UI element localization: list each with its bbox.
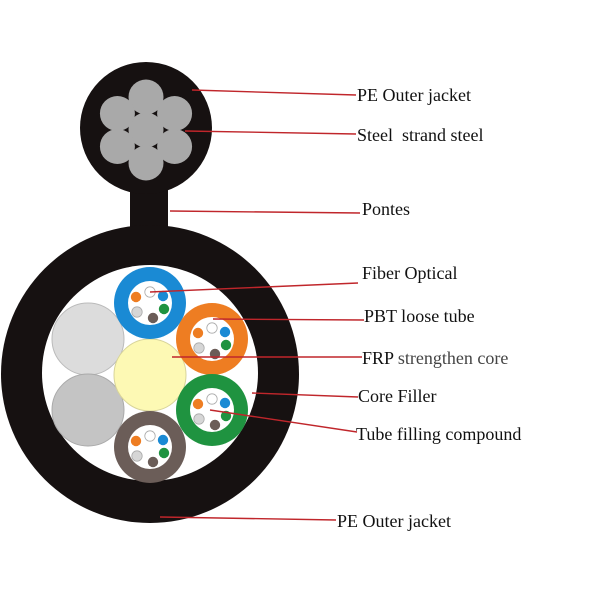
optical-fiber <box>147 312 159 324</box>
core-filler-2 <box>51 373 125 447</box>
label-steel-strand: Steel strand steel <box>357 125 483 145</box>
optical-fiber <box>192 398 204 410</box>
steel-strand <box>128 79 164 115</box>
main-cable <box>1 225 299 523</box>
optical-fiber <box>219 326 231 338</box>
optical-fiber <box>157 434 169 446</box>
optical-fiber <box>220 339 232 351</box>
leader-line <box>159 516 337 521</box>
label-core-filler: Core Filler <box>358 386 437 406</box>
optical-fiber <box>131 306 143 318</box>
optical-fiber <box>158 447 170 459</box>
optical-fiber <box>144 430 156 442</box>
leader-line <box>169 210 361 214</box>
optical-fiber <box>158 303 170 315</box>
label-pe-outer-jacket-bottom: PE Outer jacket <box>337 511 451 531</box>
optical-fiber <box>206 393 218 405</box>
label-frp-prefix: FRP <box>362 348 394 368</box>
label-frp: FRP strengthen core <box>362 348 508 368</box>
steel-strand <box>128 112 164 148</box>
steel-strands <box>99 79 193 181</box>
label-tube-filling-compound: Tube filling compound <box>356 424 521 444</box>
leader-line <box>149 282 359 293</box>
label-pontes: Pontes <box>362 199 410 219</box>
optical-fiber <box>131 450 143 462</box>
steel-strand <box>157 129 193 164</box>
optical-fiber <box>206 322 218 334</box>
leader-line <box>191 89 357 96</box>
label-pbt-loose-tube: PBT loose tube <box>364 306 475 326</box>
leader-line <box>212 318 365 321</box>
optical-fiber <box>157 290 169 302</box>
steel-strand <box>99 96 135 131</box>
optical-fiber <box>192 327 204 339</box>
optical-fiber <box>193 342 205 354</box>
core-filler-1 <box>51 302 125 376</box>
leader-lines <box>149 89 365 521</box>
optical-fiber <box>219 397 231 409</box>
frp-strength-core <box>113 338 187 412</box>
optical-fiber <box>130 291 142 303</box>
leader-line <box>184 130 357 135</box>
optical-fiber <box>193 413 205 425</box>
label-pe-outer-jacket-top: PE Outer jacket <box>357 85 471 105</box>
leader-line <box>209 409 358 433</box>
steel-strand <box>99 129 135 164</box>
steel-strand <box>157 96 193 131</box>
loose-tubes <box>114 267 248 483</box>
messenger-wire <box>80 62 212 240</box>
optical-fiber <box>147 456 159 468</box>
label-frp-suffix: strengthen core <box>398 348 508 368</box>
leader-line <box>251 392 359 398</box>
optical-fiber <box>130 435 142 447</box>
steel-strand <box>128 145 164 181</box>
optical-fiber <box>209 419 221 431</box>
label-fiber-optical: Fiber Optical <box>362 263 457 283</box>
